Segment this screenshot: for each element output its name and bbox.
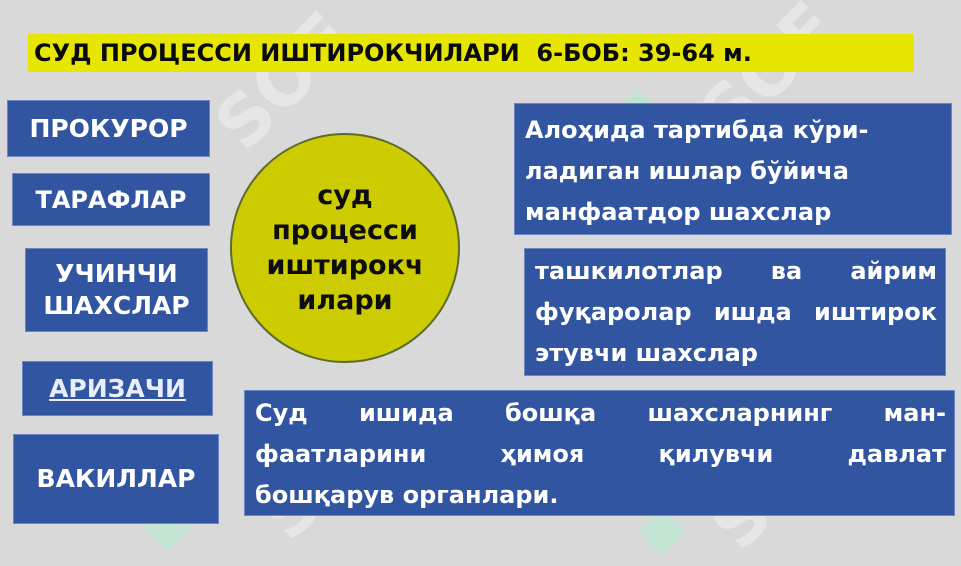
left-item-arizachi[interactable]: АРИЗАЧИ	[22, 361, 213, 416]
circle-line: илари	[297, 285, 393, 316]
paragraph-line: бошқарув органлари.	[255, 481, 559, 509]
bottom-box-davlat-organlari: Суд ишида бошқа шахсларнинг ман- фаатлар…	[244, 390, 955, 516]
paragraph-line: фуқаролар ишда иштирок	[535, 298, 937, 326]
circle-line: иштирокч	[266, 250, 424, 281]
arizachi-link[interactable]: АРИЗАЧИ	[49, 373, 186, 403]
paragraph-line: фаатларини ҳимоя қилувчи давлат	[255, 440, 946, 468]
left-item-label: ПРОКУРОР	[29, 113, 188, 143]
left-item-label: ВАКИЛЛАР	[36, 464, 196, 493]
left-item-prokuror: ПРОКУРОР	[7, 100, 210, 157]
left-item-uchinchi-shakhslar: УЧИНЧИ ШАХСЛАР	[25, 248, 208, 332]
paragraph-line: манфаатдор шахслар	[525, 198, 832, 226]
circle-line: процесси	[272, 215, 418, 246]
left-item-label-line: УЧИНЧИ	[55, 259, 178, 288]
center-circle: суд процесси иштирокч илари	[230, 133, 460, 363]
paragraph-line: Суд ишида бошқа шахсларнинг ман-	[255, 399, 946, 427]
paragraph-line: ташкилотлар ва айрим	[535, 257, 937, 285]
circle-line: суд	[317, 180, 373, 211]
left-item-taraflar: ТАРАФЛАР	[12, 173, 210, 226]
slide-title: СУД ПРОЦЕССИ ИШТИРОКЧИЛАРИ 6-БОБ: 39-64 …	[28, 34, 914, 72]
paragraph-line: Алоҳида тартибда кўри-	[525, 116, 869, 144]
left-item-label-line: ШАХСЛАР	[43, 291, 190, 320]
left-item-vakillar: ВАКИЛЛАР	[13, 434, 219, 524]
paragraph-line: этувчи шахслар	[535, 339, 758, 367]
right-box-manfaatdor: Алоҳида тартибда кўри- ладиган ишлар бўй…	[514, 103, 952, 235]
right-box-tashkilotlar: ташкилотлар ва айрим фуқаролар ишда ишти…	[524, 248, 946, 376]
left-item-label: ТАРАФЛАР	[35, 185, 187, 214]
paragraph-line: ладиган ишлар бўйича	[525, 157, 849, 185]
